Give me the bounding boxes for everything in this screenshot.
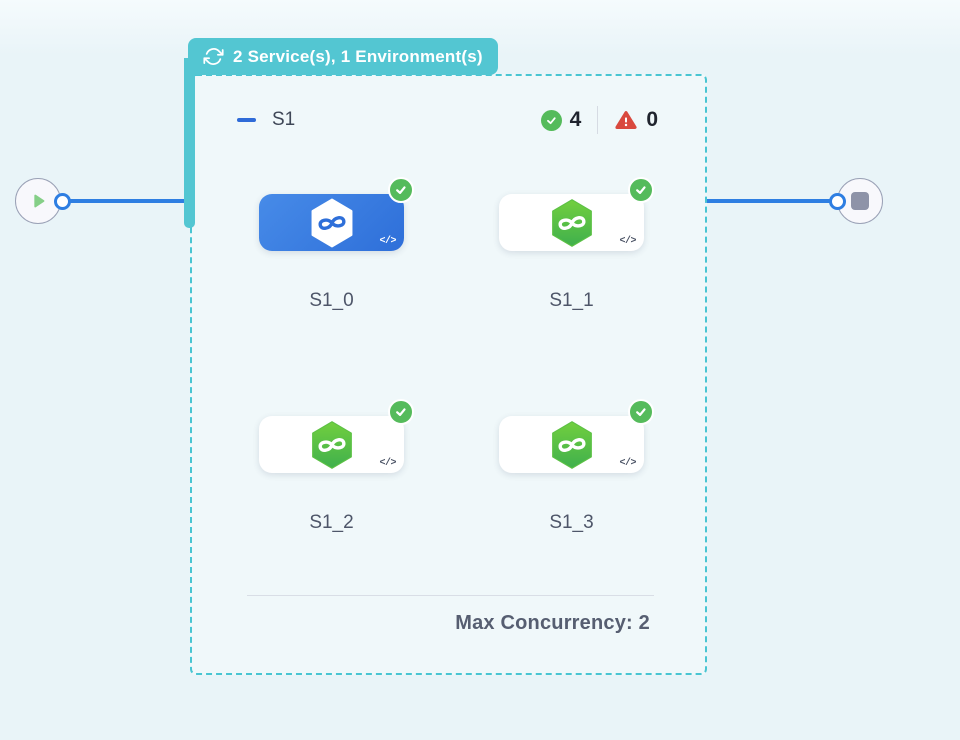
service-hexagon-icon bbox=[308, 419, 356, 471]
stage-status-counts: 4 0 bbox=[540, 106, 658, 134]
warning-triangle-icon bbox=[614, 109, 638, 131]
stage-container: S1 4 0 bbox=[190, 74, 707, 675]
code-icon: </> bbox=[619, 236, 636, 247]
status-success-badge bbox=[388, 177, 414, 203]
service-label: S1_2 bbox=[309, 512, 354, 533]
end-connector-port bbox=[829, 193, 846, 210]
service-card-s1-2[interactable]: </> bbox=[259, 399, 414, 473]
success-count: 4 bbox=[569, 108, 582, 131]
failed-count: 0 bbox=[646, 108, 658, 131]
code-icon: </> bbox=[379, 458, 396, 469]
service-cell: </> S1_1 bbox=[499, 177, 654, 312]
play-icon bbox=[27, 190, 49, 212]
service-hexagon-icon bbox=[548, 419, 596, 471]
status-success-badge bbox=[628, 399, 654, 425]
start-connector-port bbox=[54, 193, 71, 210]
service-card-s1-0[interactable]: </> bbox=[259, 177, 414, 251]
edge-stage-to-end bbox=[705, 199, 833, 203]
service-label: S1_0 bbox=[309, 290, 354, 311]
stage-accent-strip bbox=[184, 58, 195, 228]
stop-icon bbox=[851, 192, 869, 210]
stage-name: S1 bbox=[272, 109, 296, 130]
status-success-badge bbox=[388, 399, 414, 425]
stage-header: S1 4 0 bbox=[237, 106, 658, 134]
service-hexagon-icon bbox=[308, 197, 356, 249]
cycle-icon bbox=[203, 46, 224, 67]
stage-summary-badge[interactable]: 2 Service(s), 1 Environment(s) bbox=[188, 38, 498, 75]
footer-divider bbox=[247, 595, 654, 596]
edge-start-to-stage bbox=[61, 199, 188, 203]
status-success-badge bbox=[628, 177, 654, 203]
service-label: S1_1 bbox=[549, 290, 594, 311]
service-cell: </> S1_3 bbox=[499, 399, 654, 534]
service-hexagon-icon bbox=[548, 197, 596, 249]
code-icon: </> bbox=[619, 458, 636, 469]
collapse-stage-icon[interactable] bbox=[237, 118, 256, 122]
service-label: S1_3 bbox=[549, 512, 594, 533]
service-cell: </> S1_0 bbox=[259, 177, 414, 312]
pipeline-start-node[interactable] bbox=[15, 178, 61, 224]
stage-summary-label: 2 Service(s), 1 Environment(s) bbox=[233, 46, 483, 66]
counts-divider bbox=[597, 106, 599, 134]
service-card-s1-1[interactable]: </> bbox=[499, 177, 654, 251]
service-card-s1-3[interactable]: </> bbox=[499, 399, 654, 473]
code-icon: </> bbox=[379, 236, 396, 247]
max-concurrency-label: Max Concurrency: 2 bbox=[455, 612, 650, 634]
service-cell: </> S1_2 bbox=[259, 399, 414, 534]
success-check-icon bbox=[540, 109, 562, 131]
